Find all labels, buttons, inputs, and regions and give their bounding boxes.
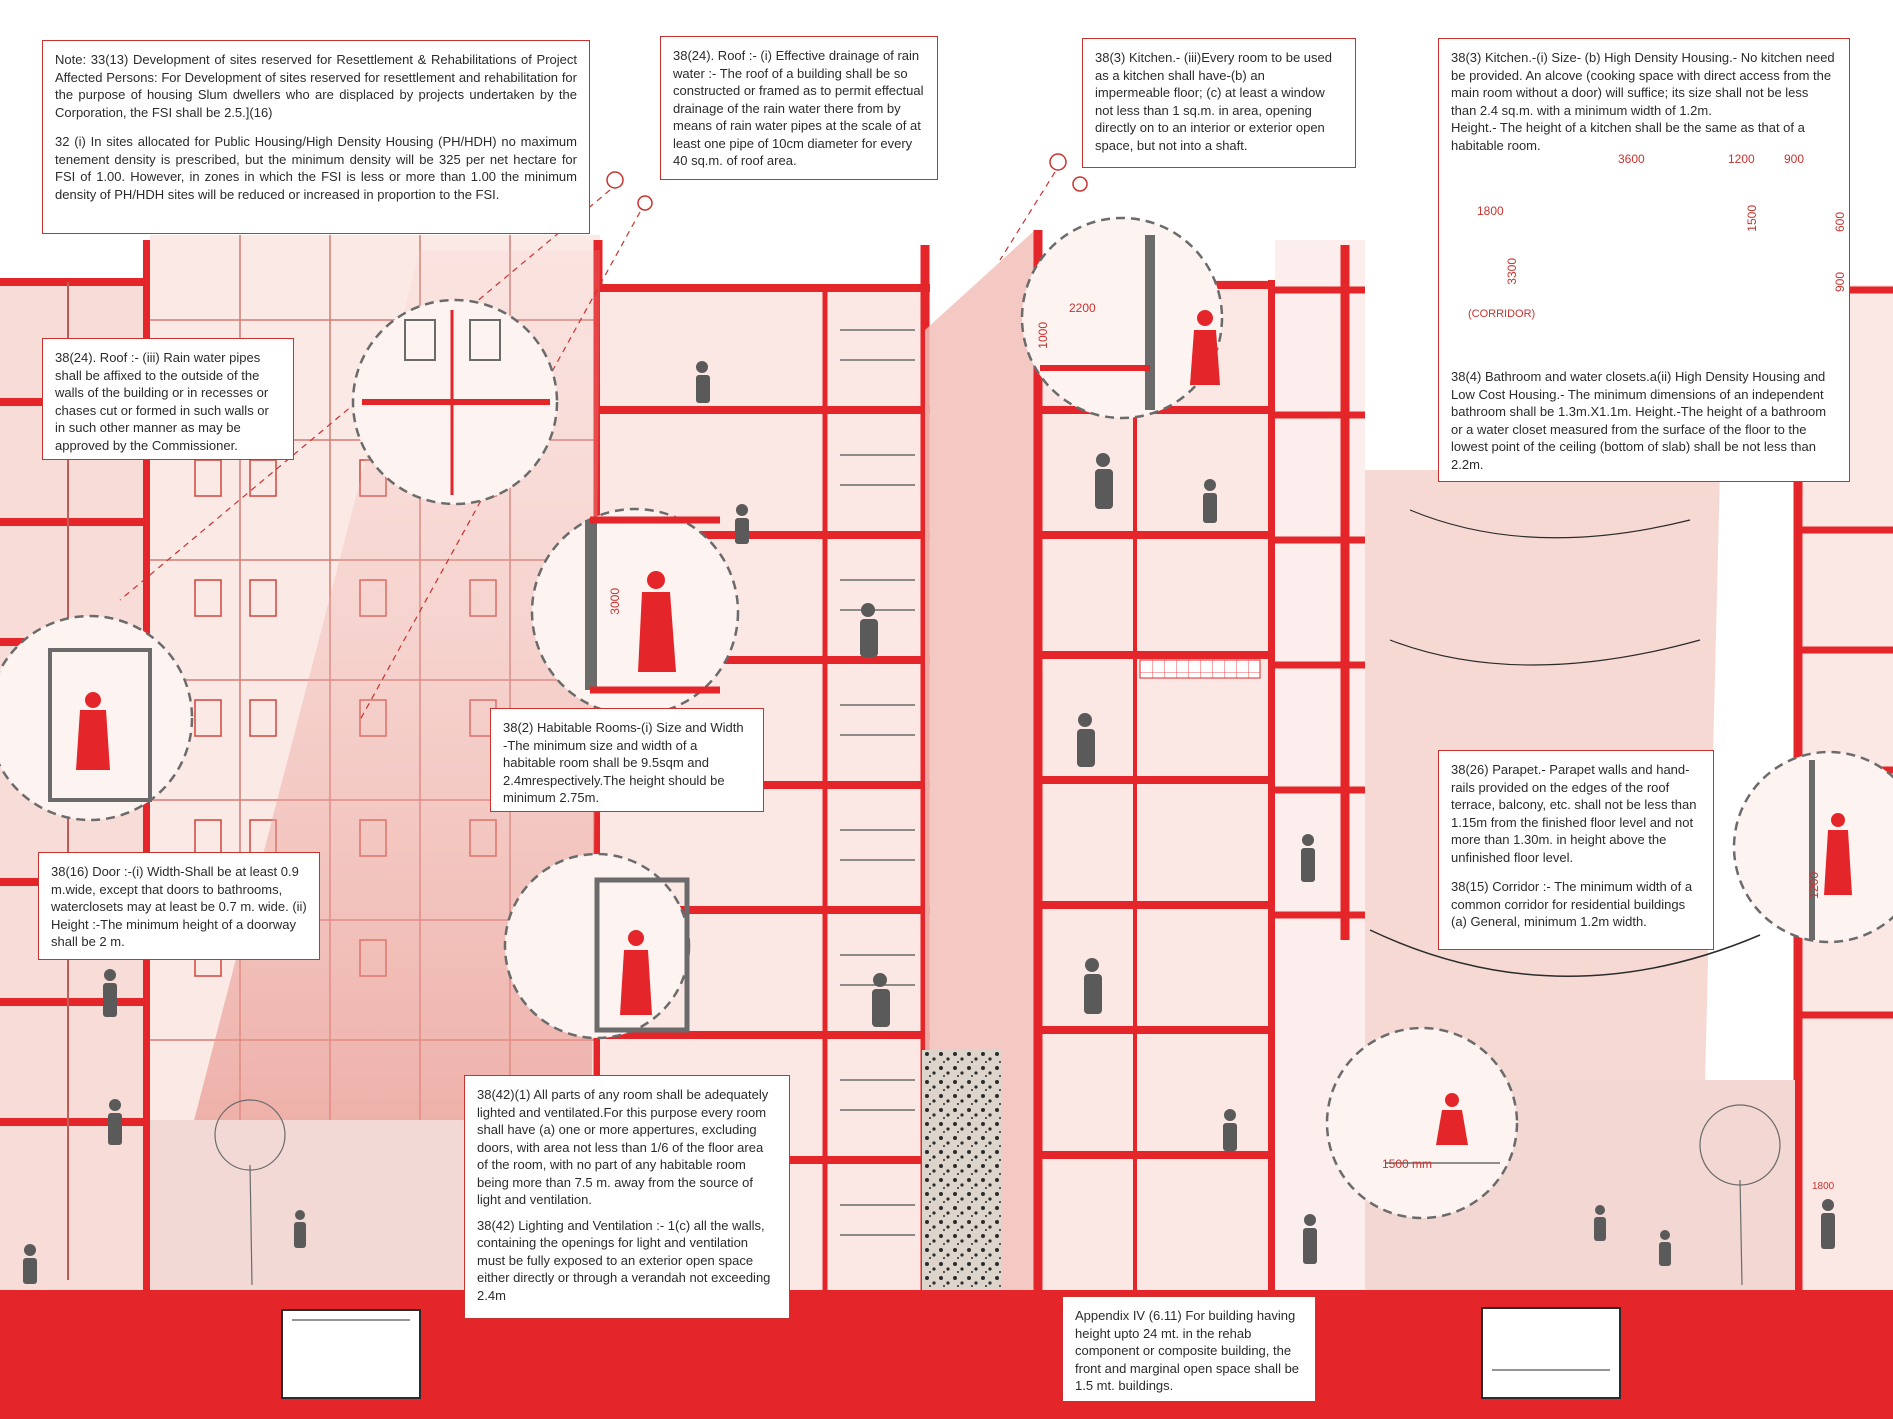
tree-icon bbox=[214, 1099, 1781, 1286]
note-kitchen-height-text: Height.- The height of a kitchen shall b… bbox=[1451, 120, 1805, 153]
dim-kitchen-900: 900 bbox=[1833, 272, 1847, 293]
note-kitchen-text: 38(3) Kitchen.- (iii)Every room to be us… bbox=[1095, 50, 1332, 153]
note-door-width: 38(16) Door :-(i) Width-Shall be at leas… bbox=[38, 852, 320, 960]
note-resettlement-fsi: Note: 33(13) Development of sites reserv… bbox=[42, 40, 590, 234]
note-kitchen-size-bathroom: 38(3) Kitchen.-(i) Size- (b) High Densit… bbox=[1438, 38, 1850, 482]
alley-rubble bbox=[922, 1050, 1002, 1290]
note-corridor-text: 38(15) Corridor :- The minimum width of … bbox=[1451, 879, 1693, 929]
note-appendix-text: Appendix IV (6.11) For building having h… bbox=[1075, 1308, 1300, 1393]
note-roof-drainage-text: 38(24). Roof :- (i) Effective drainage o… bbox=[673, 48, 924, 168]
dim-kitchen-corridor: (CORRIDOR) bbox=[1468, 308, 1536, 320]
detail-circle-door bbox=[0, 614, 194, 822]
central-alley-light bbox=[925, 230, 1040, 1290]
detail-circle-street bbox=[1325, 1026, 1519, 1220]
dim-kitchen-width-1200: 1200 bbox=[1728, 152, 1755, 166]
note-resettlement-paragraph: Note: 33(13) Development of sites reserv… bbox=[55, 52, 577, 120]
detail-circle-kitchen bbox=[1020, 216, 1224, 420]
note-roof-drainage: 38(24). Roof :- (i) Effective drainage o… bbox=[660, 36, 938, 180]
detail-circle-habitable-room bbox=[530, 507, 740, 717]
note-rainwater-pipes-text: 38(24). Roof :- (iii) Rain water pipes s… bbox=[55, 350, 269, 453]
footing-detail-left bbox=[281, 1309, 421, 1399]
detail-circle-window bbox=[503, 852, 691, 1040]
note-lighting-ventilation: 38(42)(1) All parts of any room shall be… bbox=[464, 1075, 790, 1319]
dim-kitchen-width-3600: 3600 bbox=[1618, 152, 1645, 166]
dim-balcony-1200: 1200 bbox=[1807, 872, 1821, 899]
note-parapet-corridor: 38(26) Parapet.- Parapet walls and hand-… bbox=[1438, 750, 1714, 950]
note-lighting-text: 38(42)(1) All parts of any room shall be… bbox=[477, 1087, 769, 1207]
dim-room-3000: 3000 bbox=[608, 588, 622, 615]
note-ventilation-text: 38(42) Lighting and Ventilation :- 1(c) … bbox=[477, 1217, 771, 1303]
dim-street-1500mm: 1500 mm bbox=[1382, 1157, 1433, 1171]
dim-room-2200: 2200 bbox=[1069, 301, 1096, 315]
note-kitchen-size-text: 38(3) Kitchen.-(i) Size- (b) High Densit… bbox=[1451, 50, 1835, 118]
midright-building-section bbox=[1033, 230, 1276, 1290]
note-rainwater-pipes: 38(24). Roof :- (iii) Rain water pipes s… bbox=[42, 338, 294, 460]
detail-circle-parapet bbox=[1732, 750, 1893, 944]
note-kitchen-floor-window: 38(3) Kitchen.- (iii)Every room to be us… bbox=[1082, 38, 1356, 168]
sun-icon bbox=[606, 153, 1088, 211]
dim-kitchen-600: 600 bbox=[1833, 212, 1847, 233]
dim-margin-1800: 1800 bbox=[1812, 1181, 1835, 1192]
dim-room-1000: 1000 bbox=[1036, 322, 1050, 349]
dim-kitchen-3300: 3300 bbox=[1505, 258, 1519, 285]
dim-kitchen-1500: 1500 bbox=[1745, 205, 1759, 232]
note-habitable-rooms: 38(2) Habitable Rooms-(i) Size and Width… bbox=[490, 708, 764, 812]
note-door-width-text: 38(16) Door :-(i) Width-Shall be at leas… bbox=[51, 864, 307, 949]
note-appendix-open-space: Appendix IV (6.11) For building having h… bbox=[1062, 1296, 1316, 1402]
dim-kitchen-width-900: 900 bbox=[1784, 152, 1805, 166]
note-habitable-rooms-text: 38(2) Habitable Rooms-(i) Size and Width… bbox=[503, 720, 744, 805]
note-parapet-text: 38(26) Parapet.- Parapet walls and hand-… bbox=[1451, 762, 1697, 865]
detail-circle-rainpipe bbox=[351, 298, 559, 506]
sunlight-beam-left bbox=[150, 250, 600, 1290]
footing-detail-right bbox=[1481, 1307, 1621, 1399]
people-figures bbox=[23, 361, 1835, 1284]
note-bathroom-text: 38(4) Bathroom and water closets.a(ii) H… bbox=[1451, 369, 1827, 472]
note-density-paragraph: 32 (i) In sites allocated for Public Hou… bbox=[55, 134, 577, 202]
dim-kitchen-1800: 1800 bbox=[1477, 204, 1504, 218]
